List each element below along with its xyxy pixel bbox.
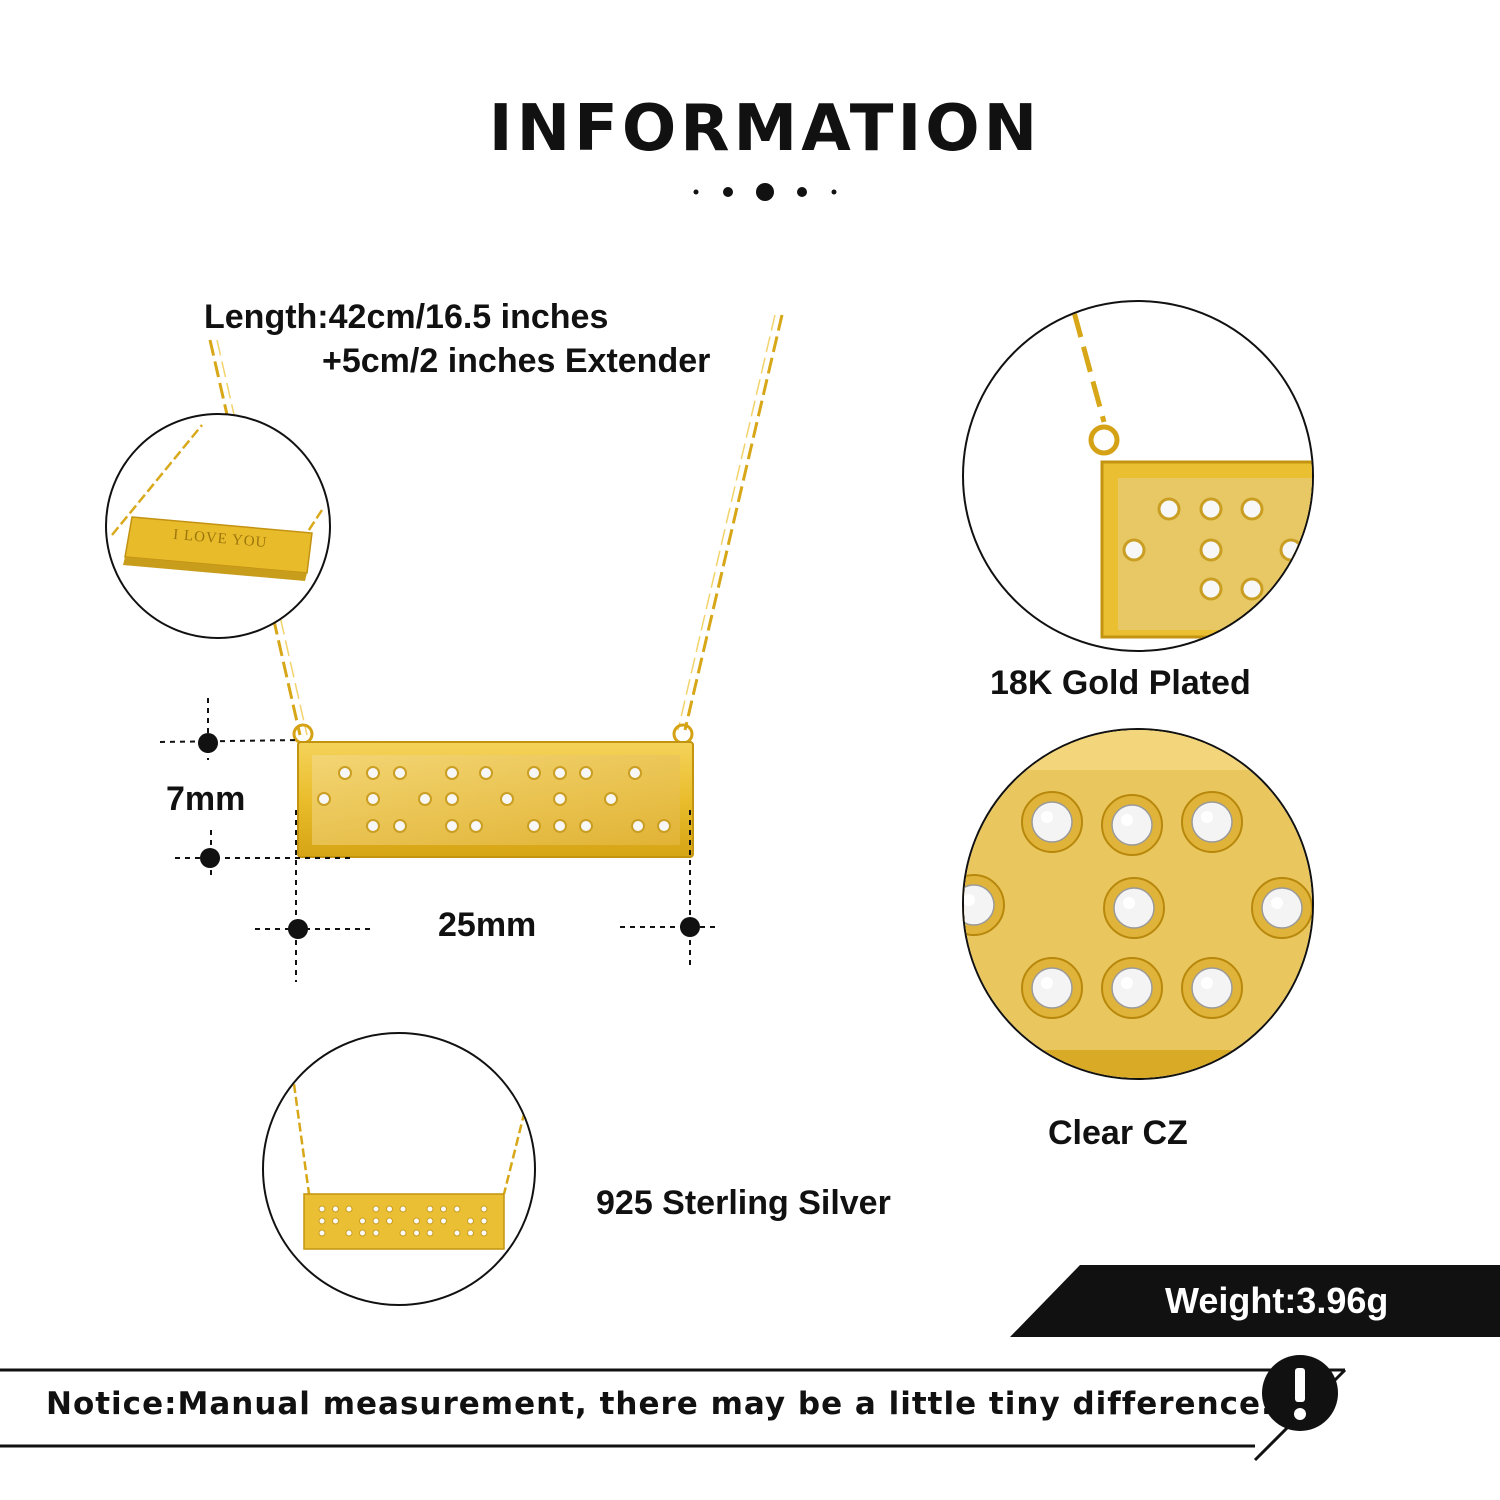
material-label: 925 Sterling Silver xyxy=(596,1184,891,1222)
plating-label: 18K Gold Plated xyxy=(990,664,1251,702)
bar-pendant xyxy=(297,741,694,858)
height-dimension-label: 7mm xyxy=(166,780,246,818)
clear-cz-detail-circle xyxy=(962,728,1314,1080)
engraved-detail-circle: I LOVE YOU xyxy=(105,413,331,639)
full-necklace-circle xyxy=(262,1032,536,1306)
gold-plated-detail-circle xyxy=(962,300,1314,652)
title-dots-ornament xyxy=(693,183,837,201)
width-dimension-label: 25mm xyxy=(438,906,537,944)
extender-label: +5cm/2 inches Extender xyxy=(322,342,711,380)
right-chain xyxy=(677,314,784,731)
exclamation-icon xyxy=(1262,1355,1338,1431)
stone-label: Clear CZ xyxy=(1048,1114,1188,1152)
page-title: INFORMATION xyxy=(488,92,1042,166)
length-label: Length:42cm/16.5 inches xyxy=(204,298,609,336)
weight-label: Weight:3.96g xyxy=(1165,1280,1389,1321)
notice-text: Notice:Manual measurement, there may be … xyxy=(46,1386,1274,1422)
